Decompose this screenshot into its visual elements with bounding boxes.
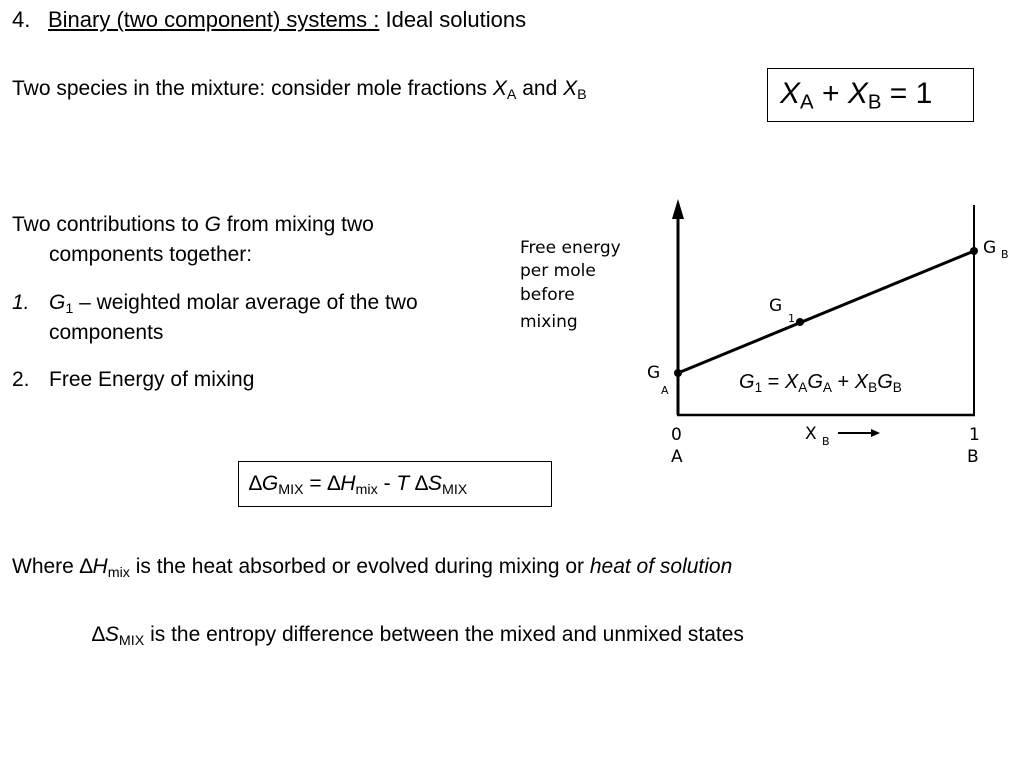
- x-axis-label-sub: B: [822, 435, 830, 448]
- f-g-sub: 1: [754, 379, 763, 395]
- x-tick-1-label: B: [967, 447, 979, 467]
- eq-sum-x1: X: [780, 77, 801, 110]
- eq-sum-x2: X: [847, 77, 868, 110]
- list-item-1-sub: 1: [65, 300, 74, 317]
- point-gb: [970, 247, 978, 255]
- point-ga: [674, 369, 682, 377]
- contributions-line-1: Two contributions to G from mixing two: [12, 213, 374, 237]
- f-xa: X: [784, 371, 799, 393]
- mix-h-sub: mix: [355, 481, 378, 498]
- f-xb-sub: B: [868, 379, 878, 395]
- list-item-1-text: – weighted molar average of the two: [73, 291, 418, 314]
- mole-fraction-sum-box: XA + XB = 1: [767, 68, 974, 122]
- f-ga-sub: A: [822, 379, 832, 395]
- f-plus: +: [831, 371, 855, 393]
- label-gb-sub: B: [1001, 248, 1009, 261]
- entropy-s-sub: MIX: [118, 632, 145, 649]
- intro-and: and: [516, 77, 564, 100]
- ylabel-line-4: mixing: [520, 312, 578, 332]
- label-g1: G: [769, 296, 782, 316]
- where-text: is the heat absorbed or evolved during m…: [129, 555, 590, 578]
- mix-g-sub: MIX: [278, 481, 304, 498]
- x-tick-1: 1: [969, 425, 980, 445]
- entropy-text: is the entropy difference between the mi…: [144, 623, 744, 646]
- mix-eq: =: [303, 472, 328, 495]
- mix-s: S: [427, 472, 442, 495]
- g1-line: [677, 249, 975, 375]
- y-axis-arrow: [672, 199, 684, 219]
- f-gb-sub: B: [892, 379, 902, 395]
- mix-g: G: [261, 472, 279, 495]
- f-eq: =: [762, 371, 785, 393]
- list-item-1: 1. G1 – weighted molar average of the two: [12, 291, 418, 317]
- label-ga: G: [647, 363, 660, 383]
- intro-prefix: Two species in the mixture: consider mol…: [12, 77, 493, 100]
- mix-delta-3: ∆: [409, 472, 428, 495]
- label-g1-sub: 1: [788, 312, 795, 325]
- gibbs-mixing-equation: ∆GMIX = ∆Hmix - T ∆SMIX: [249, 472, 468, 498]
- label-gb: G: [983, 238, 996, 258]
- where-h-sub: mix: [107, 564, 130, 581]
- mix-t: T: [396, 472, 410, 495]
- eq-sum-equals: = 1: [881, 77, 933, 110]
- x-axis-arrow-head: [871, 429, 880, 437]
- contributions-line-2: components together:: [49, 243, 253, 266]
- entropy-line: ∆SMIX is the entropy difference between …: [92, 623, 744, 649]
- where-italic-text: heat of solution: [589, 555, 733, 578]
- ylabel-line-3: before: [520, 285, 575, 305]
- slide-heading: 4. Binary (two component) systems : Ideal…: [12, 7, 526, 33]
- list-item-2-text: Free Energy of mixing: [49, 368, 255, 391]
- mix-s-sub: MIX: [441, 481, 468, 498]
- f-g: G: [739, 371, 755, 393]
- mix-minus: -: [377, 472, 397, 495]
- intro-var-a: X: [492, 77, 507, 100]
- x-tick-0-label: A: [671, 447, 683, 467]
- mix-delta-2: ∆: [327, 472, 341, 495]
- entropy-s: S: [104, 623, 119, 646]
- contrib-suffix: from mixing two: [220, 213, 374, 236]
- intro-var-b: X: [563, 77, 578, 100]
- where-prefix: Where: [12, 555, 80, 578]
- ylabel-line-1: Free energy: [520, 238, 621, 258]
- list-item-2: 2. Free Energy of mixing: [12, 368, 254, 392]
- x-tick-0: 0: [671, 425, 682, 445]
- f-ga: G: [807, 371, 823, 393]
- heading-rest: Ideal solutions: [385, 7, 527, 32]
- list-item-2-number: 2.: [12, 368, 30, 391]
- mix-h: H: [340, 472, 356, 495]
- intro-sub-b: B: [577, 86, 587, 103]
- free-energy-diagram-svg: Free energy per mole before mixing G A G…: [520, 199, 1009, 467]
- f-xb: X: [854, 371, 869, 393]
- eq-sum-plus: +: [813, 77, 848, 110]
- ylabel-line-2: per mole: [520, 261, 596, 281]
- f-xa-sub: A: [798, 379, 808, 395]
- x-axis-label: X: [805, 424, 817, 444]
- point-g1: [796, 318, 804, 326]
- list-item-1-var: G: [49, 291, 66, 314]
- label-ga-sub: A: [661, 384, 669, 397]
- where-line: Where ∆Hmix is the heat absorbed or evol…: [12, 555, 733, 581]
- free-energy-diagram: Free energy per mole before mixing G A G…: [505, 195, 1024, 475]
- intro-line: Two species in the mixture: consider mol…: [12, 77, 587, 103]
- list-item-1-continued: components: [49, 321, 164, 344]
- eq-sum-s1: A: [800, 91, 814, 114]
- contrib-prefix: Two contributions to: [12, 213, 205, 236]
- eq-sum-s2: B: [867, 91, 882, 114]
- list-item-1-number: 1.: [12, 291, 30, 314]
- heading-number: 4.: [12, 7, 31, 32]
- g1-formula: G1 = XAGA + XBGB: [739, 371, 902, 394]
- entropy-delta: ∆: [92, 623, 105, 646]
- where-h: H: [92, 555, 108, 578]
- heading-underlined: Binary (two component) systems :: [48, 7, 380, 32]
- mix-delta-1: ∆: [249, 472, 262, 495]
- where-delta: ∆: [79, 555, 93, 578]
- gibbs-mixing-box: ∆GMIX = ∆Hmix - T ∆SMIX: [238, 461, 552, 507]
- f-gb: G: [877, 371, 893, 393]
- mole-fraction-sum-equation: XA + XB = 1: [780, 77, 933, 114]
- contrib-var-g: G: [204, 213, 221, 236]
- intro-sub-a: A: [506, 86, 517, 103]
